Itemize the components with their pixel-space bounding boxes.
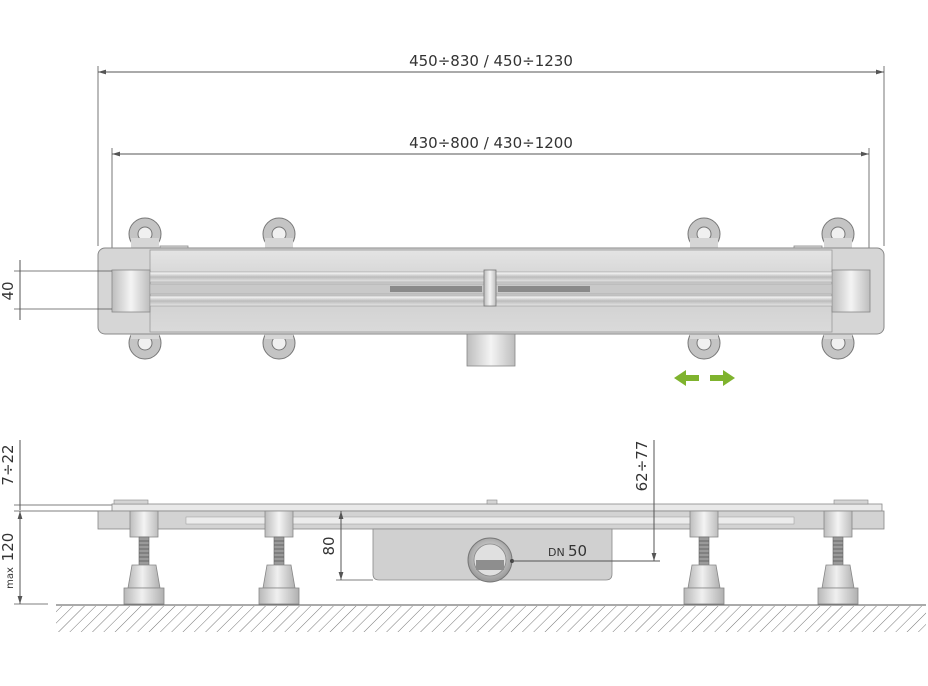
support-legs — [123, 510, 859, 605]
support-leg — [123, 510, 165, 605]
top-gap-label: 7÷22 — [0, 444, 17, 485]
outer-width-dimension: 450÷830 / 450÷1230 — [97, 52, 885, 246]
outlet-pipe-top — [466, 333, 516, 367]
total-depth-label: 62÷77 — [633, 441, 651, 492]
leg-height-label: 120 — [0, 533, 17, 562]
adjust-arrows-icon — [674, 370, 735, 386]
end-cap-right — [831, 269, 871, 313]
inner-width-label: 430÷800 / 430÷1200 — [409, 134, 573, 152]
total-depth-dimension: 62÷77 — [633, 440, 657, 561]
height-dimension: 40 — [0, 260, 112, 320]
support-leg — [817, 510, 859, 605]
outer-width-label: 450÷830 / 450÷1230 — [409, 52, 573, 70]
cover-center-tab — [486, 499, 498, 505]
body-depth-label: 80 — [320, 536, 338, 555]
end-cap-left — [111, 269, 151, 313]
slot-shadow-left — [390, 286, 482, 292]
support-leg — [258, 510, 300, 605]
outlet-prefix: DN — [548, 546, 565, 559]
floor-hatch — [56, 604, 926, 632]
height-label: 40 — [0, 281, 17, 300]
top-gap-dimension: 7÷22 — [0, 440, 120, 512]
slot-shadow-right — [498, 286, 590, 292]
leg-height-prefix: max — [5, 567, 16, 589]
cover-cap-left — [113, 499, 149, 505]
top-view: 450÷830 / 450÷1230 430÷800 / 430÷1200 — [0, 52, 885, 386]
cover-plate — [111, 503, 883, 512]
cover-cap-right — [833, 499, 869, 505]
outlet-label: 50 — [568, 542, 587, 560]
mounting-clips-top — [128, 217, 855, 252]
center-connector — [483, 269, 497, 307]
body-depth-dimension: 80 — [320, 511, 373, 581]
leg-height-dimension: max 120 — [0, 511, 48, 605]
support-leg — [683, 510, 725, 605]
side-view: 7÷22 max 120 DN 50 80 — [0, 440, 926, 632]
base-rail — [185, 516, 795, 525]
